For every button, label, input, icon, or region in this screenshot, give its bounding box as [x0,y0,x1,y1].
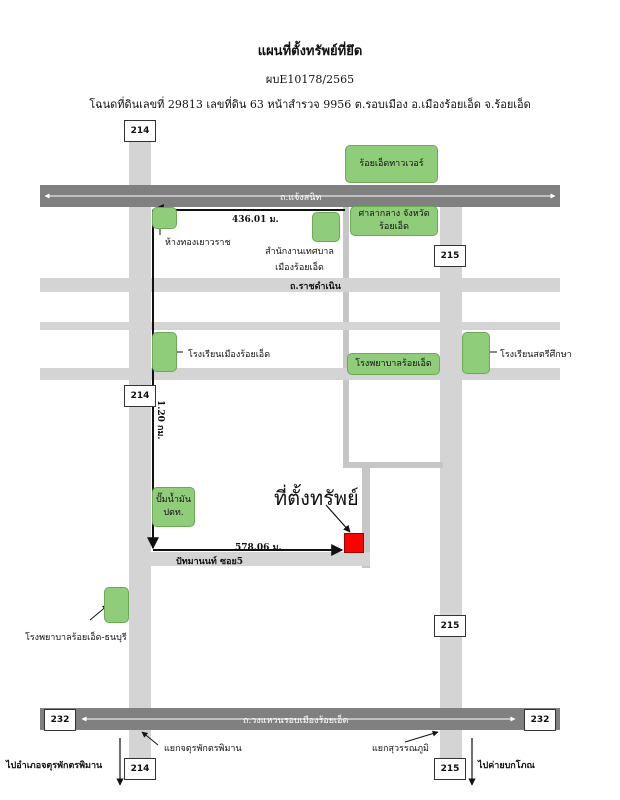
label-school-satri-text: โรงเรียนสตรีศึกษา [500,350,572,360]
label-hospital-thonburi: โรงพยาบาลร้อยเอ็ด-ธนบุรี [25,633,127,643]
distance-578: 578.06 ม. [235,543,282,553]
place-gas-station: ปั๊มน้ำมัน ปตท. [152,487,195,527]
label-direction-left: ไปอำเภอจตุรพักตรพิมาน [6,761,103,771]
road-soi-horizontal [343,462,443,468]
case-number: ผบE10178/2565 [265,73,355,86]
pointer-junction-left [141,731,159,746]
pointer-junction-right [404,730,439,743]
road-soi-vertical [343,205,349,467]
road-minor-1 [40,322,560,330]
property-marker [344,533,364,553]
label-municipality: สำนักงานเทศบาล เมืองร้อยเอ็ด [265,247,334,274]
shield-214-mid: 214 [124,385,156,407]
shield-215-mid: 215 [434,615,466,637]
map-title: แผนที่ตั้งทรัพย์ที่ยึด [257,44,363,59]
property-label: ที่ตั้งทรัพย์ [274,486,359,510]
place-roiet-tower: ร้อยเอ็ดทาวเวอร์ [345,145,438,183]
deed-description: โฉนดที่ดินเลขที่ 29813 เลขที่ดิน 63 หน้า… [89,98,531,111]
place-school-marker [152,332,177,372]
shield-232-left: 232 [44,709,76,731]
label-school-city: โรงเรียนเมืองร้อยเอ็ด [188,350,271,360]
road-soi-property [362,462,370,568]
road-214-vertical [129,140,151,760]
road-pattamanon [151,552,370,566]
label-junction-right: แยกสุวรรณภูมิ [372,744,429,754]
place-gold-shop-marker [152,207,177,229]
shield-232-right: 232 [524,709,556,731]
label-ratchadamnoen: ถ.ราชดำเนิน [290,282,341,292]
shield-214-top: 214 [124,120,156,142]
distance-1-20-km: 1.20 กม. [155,400,165,440]
place-municipality-marker [312,212,340,242]
label-junction-left: แยกจตุรพักตรพิมาน [164,744,242,754]
place-city-hall: ศาลากลาง จังหวัดร้อยเอ็ด [350,206,438,236]
distance-436: 436.01 ม. [232,215,279,225]
shield-215-top: 215 [434,245,466,267]
label-pattamanon: ปัทมานนท์ ซอย5 [176,557,244,567]
place-hospital: โรงพยาบาลร้อยเอ็ด [347,353,440,375]
shield-215-bottom: 215 [434,758,466,780]
shield-214-bottom: 214 [124,758,156,780]
label-direction-right: ไปค่ายบกโภณ [478,761,535,771]
label-gold-shop: ห้างทองเยาวราช [165,238,231,248]
place-satri-marker [462,332,490,374]
road-ratchadamnoen [40,278,560,292]
place-hospital-thonburi-marker [104,587,129,623]
pointer-property [325,504,351,533]
